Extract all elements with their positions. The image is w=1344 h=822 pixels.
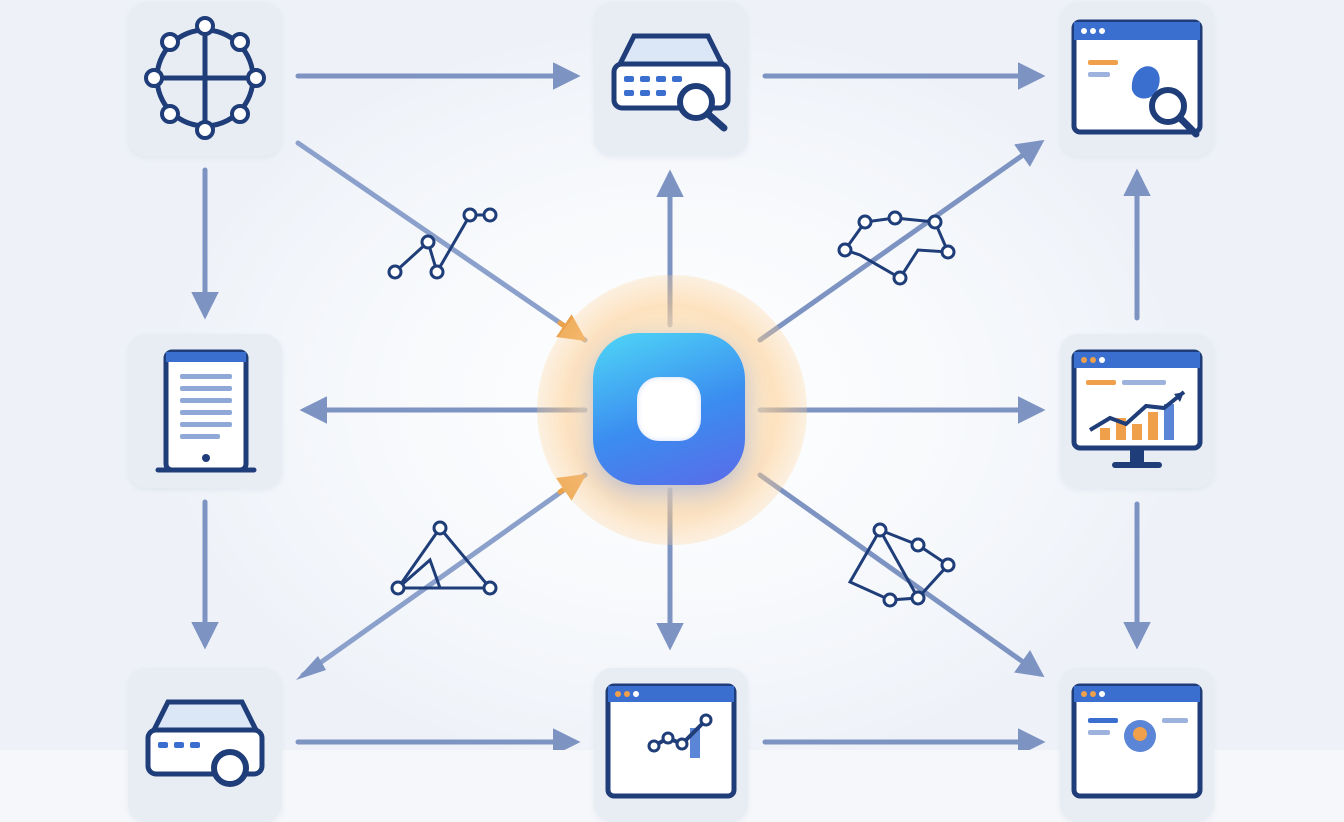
arrowhead-bottomleft bbox=[296, 656, 326, 680]
polyline-graph-icon bbox=[390, 520, 498, 596]
database-search-icon bbox=[611, 33, 731, 132]
arrow-hub-to-bottomleft bbox=[300, 472, 588, 678]
polyline-graph-icon bbox=[387, 207, 498, 280]
network-globe-icon bbox=[144, 16, 266, 140]
polyline-graph-icon bbox=[847, 522, 956, 608]
window-chart-icon bbox=[605, 683, 737, 799]
node-top-left[interactable] bbox=[128, 2, 282, 156]
window-profile-icon bbox=[1071, 683, 1203, 799]
node-mid-left[interactable] bbox=[128, 334, 282, 488]
node-bottom-left[interactable] bbox=[128, 668, 282, 822]
node-bottom-right[interactable] bbox=[1060, 668, 1214, 822]
node-top-right[interactable] bbox=[1060, 2, 1214, 156]
arrow-topleft-to-hub bbox=[295, 140, 588, 343]
hub-ring-icon bbox=[637, 377, 701, 441]
database-search-icon bbox=[145, 699, 265, 787]
arrow-hub-to-topright bbox=[757, 139, 1045, 343]
tablet-document-icon bbox=[155, 349, 257, 473]
monitor-chart-icon bbox=[1071, 349, 1203, 468]
node-bottom-center[interactable] bbox=[594, 668, 748, 822]
node-mid-right[interactable] bbox=[1060, 334, 1214, 488]
central-hub[interactable] bbox=[593, 333, 745, 485]
node-top-center[interactable] bbox=[594, 2, 748, 156]
arrow-hub-to-bottomright bbox=[757, 472, 1045, 678]
window-search-icon bbox=[1071, 19, 1203, 138]
polyline-graph-icon bbox=[837, 210, 956, 286]
